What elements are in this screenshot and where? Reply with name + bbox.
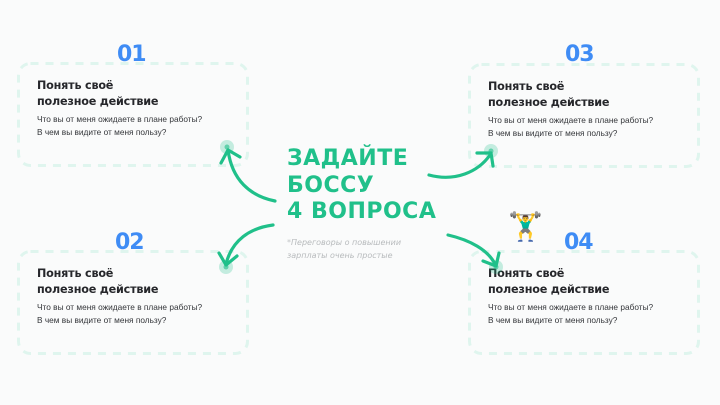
headline-line: ЗАДАЙТЕ — [287, 146, 409, 171]
card-title-line: Понять своё — [37, 79, 114, 92]
card-description: Что вы от меня ожидаете в плане работы? … — [37, 113, 243, 138]
card-number-4: 04 — [564, 230, 594, 255]
card-description-line: В чем вы видите от меня пользу? — [488, 314, 618, 325]
dashed-border — [468, 250, 700, 355]
card-description-line: Что вы от меня ожидаете в плане работы? — [488, 302, 654, 312]
footnote-line: зарплаты очень простые — [287, 250, 393, 260]
card-title-line: полезное действие — [488, 96, 610, 109]
weightlifter-emoji-icon: 🏋️‍♂️ — [508, 211, 543, 242]
card-title-line: полезное действие — [37, 283, 159, 296]
card-title-line: полезное действие — [488, 283, 610, 296]
card-title: Понять своё полезное действие — [488, 79, 694, 111]
question-card-4: Понять своё полезное действие Что вы от … — [468, 250, 700, 355]
dashed-border — [17, 62, 249, 167]
card-title: Понять своё полезное действие — [488, 266, 694, 298]
footnote: *Переговоры о повышении зарплаты очень п… — [287, 237, 401, 262]
headline: ЗАДАЙТЕ БОССУ 4 ВОПРОСА — [287, 146, 436, 226]
card-description-line: Что вы от меня ожидаете в плане работы? — [37, 114, 203, 124]
card-description-line: Что вы от меня ожидаете в плане работы? — [37, 302, 203, 312]
dashed-border — [468, 63, 700, 168]
card-title: Понять своё полезное действие — [37, 78, 243, 110]
card-title-line: полезное действие — [37, 95, 159, 108]
card-number-2: 02 — [115, 230, 145, 255]
card-description: Что вы от меня ожидаете в плане работы? … — [37, 301, 243, 326]
card-description-line: В чем вы видите от меня пользу? — [37, 126, 167, 137]
card-description: Что вы от меня ожидаете в плане работы? … — [488, 114, 694, 139]
headline-line: БОССУ — [287, 172, 375, 198]
question-card-3: Понять своё полезное действие Что вы от … — [468, 63, 700, 168]
footnote-line: Переговоры о повышении — [291, 238, 402, 247]
card-number-1: 01 — [117, 42, 147, 67]
card-title-line: Понять своё — [488, 267, 565, 280]
card-description-line: Что вы от меня ожидаете в плане работы? — [488, 115, 654, 125]
card-title: Понять своё полезное действие — [37, 266, 243, 298]
card-title-line: Понять своё — [37, 267, 114, 280]
card-description-line: В чем вы видите от меня пользу? — [37, 314, 167, 325]
headline-line: 4 ВОПРОСА — [287, 199, 437, 224]
card-description-line: В чем вы видите от меня пользу? — [488, 127, 618, 138]
card-title-line: Понять своё — [488, 80, 565, 93]
question-card-1: Понять своё полезное действие Что вы от … — [17, 62, 249, 167]
card-number-3: 03 — [565, 42, 595, 67]
asterisk: * — [287, 238, 291, 247]
card-description: Что вы от меня ожидаете в плане работы? … — [488, 301, 694, 326]
dashed-border — [17, 250, 249, 355]
question-card-2: Понять своё полезное действие Что вы от … — [17, 250, 249, 355]
